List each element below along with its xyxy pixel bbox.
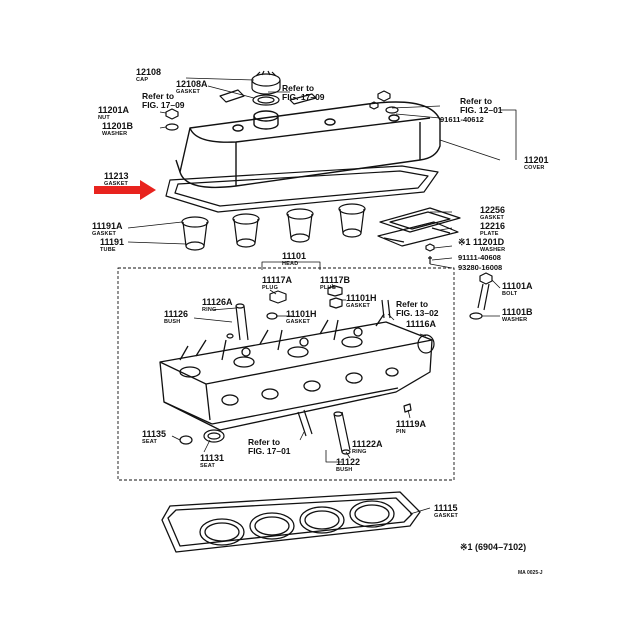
label-11116A: 11116A [406, 319, 437, 329]
label-91111: 91111-40608 [458, 253, 501, 262]
cap-plate [219, 89, 245, 103]
cover-gasket [165, 165, 439, 213]
label-93280: 93280-16008 [458, 263, 503, 272]
top-plate [289, 93, 317, 105]
head-frame [117, 267, 455, 481]
head-bolt [469, 272, 493, 320]
spark-tubes [181, 203, 366, 251]
head-gasket [161, 491, 421, 553]
cover-nut-right [369, 90, 399, 114]
cover-nut-left [165, 108, 179, 131]
valve-cover [175, 101, 441, 189]
head-small-parts [226, 285, 435, 354]
oil-filler-cap [251, 70, 281, 106]
plate-gasket-set [377, 207, 461, 264]
illustration-code: MA 0025-J [518, 570, 543, 576]
cylinder-head [159, 313, 433, 431]
label-91611: 91611-40612 [440, 115, 484, 124]
highlight-arrow-icon [94, 180, 156, 200]
leader-lines [127, 77, 517, 515]
applicability-note: ※1 (6904–7102) [460, 542, 527, 552]
